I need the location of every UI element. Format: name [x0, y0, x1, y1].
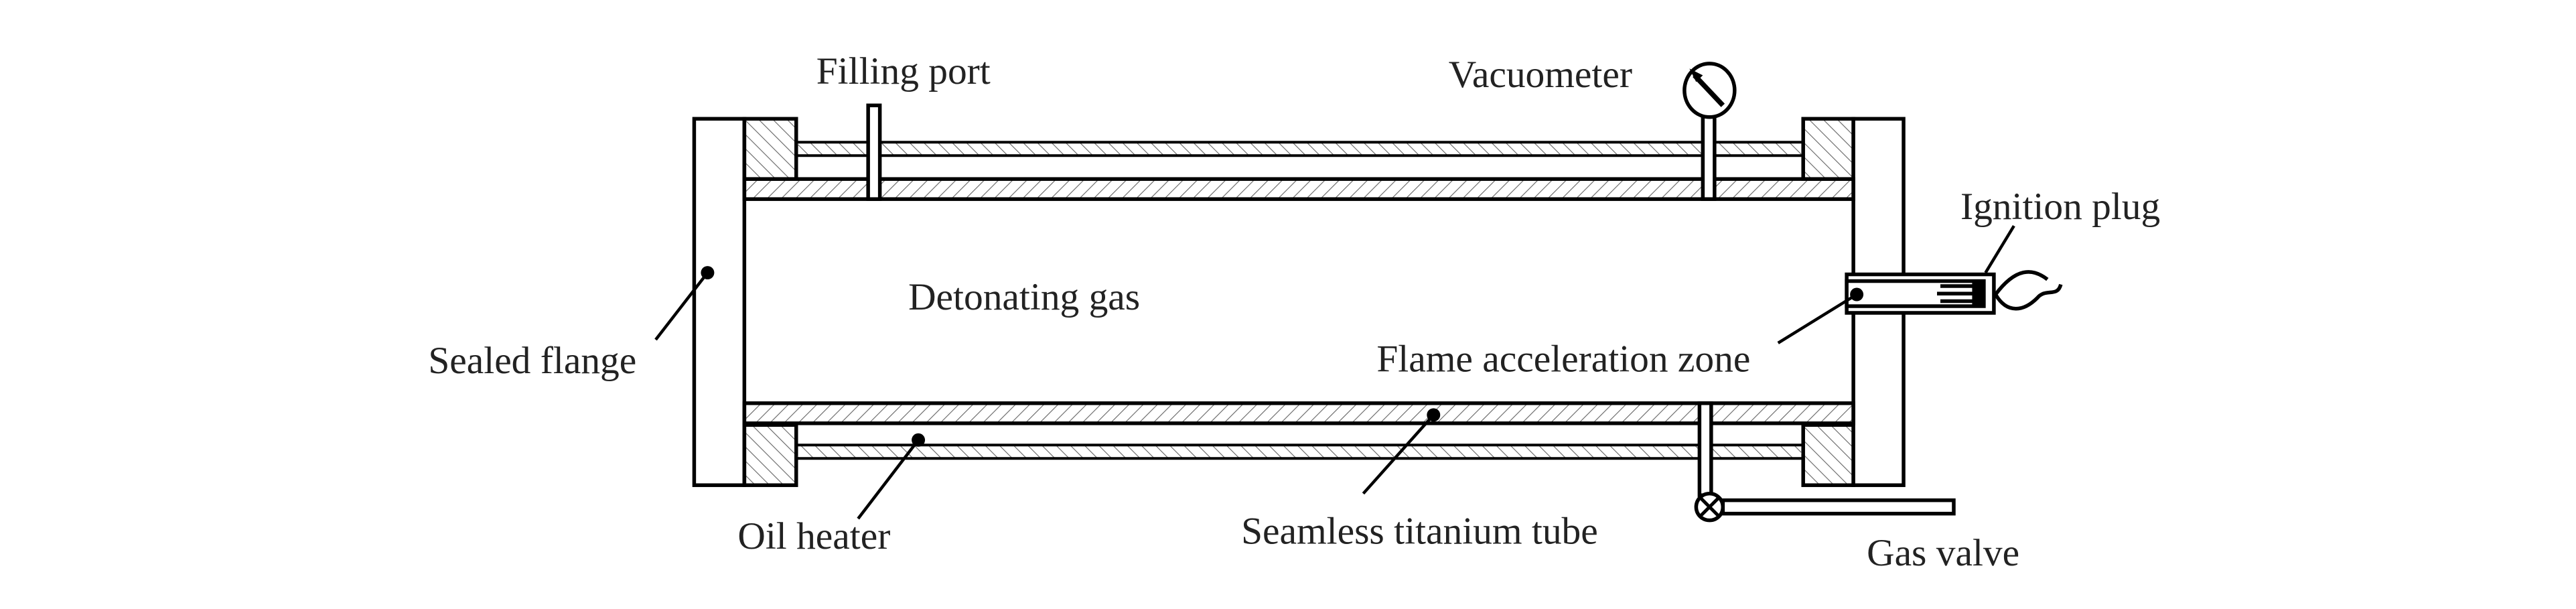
ignition-plug-electrode [1972, 281, 1984, 306]
label-ignition-plug: Ignition plug [1960, 186, 2160, 228]
label-vacuometer: Vacuometer [1449, 54, 1632, 96]
right-bottom-seal-block [1801, 423, 1855, 487]
gas-outlet-pipe [1721, 498, 1956, 516]
outer-jacket-bottom-wall [794, 444, 1805, 460]
label-filling-port: Filling port [816, 50, 991, 92]
ignition-plug-leader [1984, 224, 2015, 274]
left-top-seal-block [742, 117, 798, 181]
label-sealed-flange: Sealed flange [428, 340, 636, 382]
ignition-plug-prongs [1936, 284, 1974, 303]
titanium-tube-bottom-wall [742, 401, 1855, 425]
vacuometer-needle-tip [1689, 68, 1703, 82]
label-gas-valve: Gas valve [1867, 532, 2019, 574]
left-sealed-flange [692, 117, 747, 487]
outer-jacket-top-wall [794, 141, 1805, 157]
vacuometer-needle [1693, 73, 1725, 107]
oil-heater-leader [857, 439, 920, 520]
right-top-seal-block [1801, 117, 1855, 181]
titanium-tube-top-wall [742, 177, 1855, 201]
label-seamless-titanium-tube: Seamless titanium tube [1241, 511, 1598, 553]
label-detonating-gas: Detonating gas [908, 276, 1140, 318]
left-bottom-seal-block [742, 423, 798, 487]
flame-zone-leader [1777, 293, 1858, 344]
ignition-wire-icon [1994, 270, 2063, 311]
label-oil-heater: Oil heater [737, 515, 890, 557]
label-flame-acceleration-zone: Flame acceleration zone [1376, 338, 1750, 380]
titanium-tube-leader [1362, 413, 1435, 495]
filling-port-pipe [866, 103, 882, 201]
vacuometer-stem [1701, 112, 1717, 201]
sealed-flange-leader [654, 271, 709, 341]
gas-valve-stem [1697, 401, 1713, 497]
gas-valve-cross-2 [1698, 495, 1721, 519]
